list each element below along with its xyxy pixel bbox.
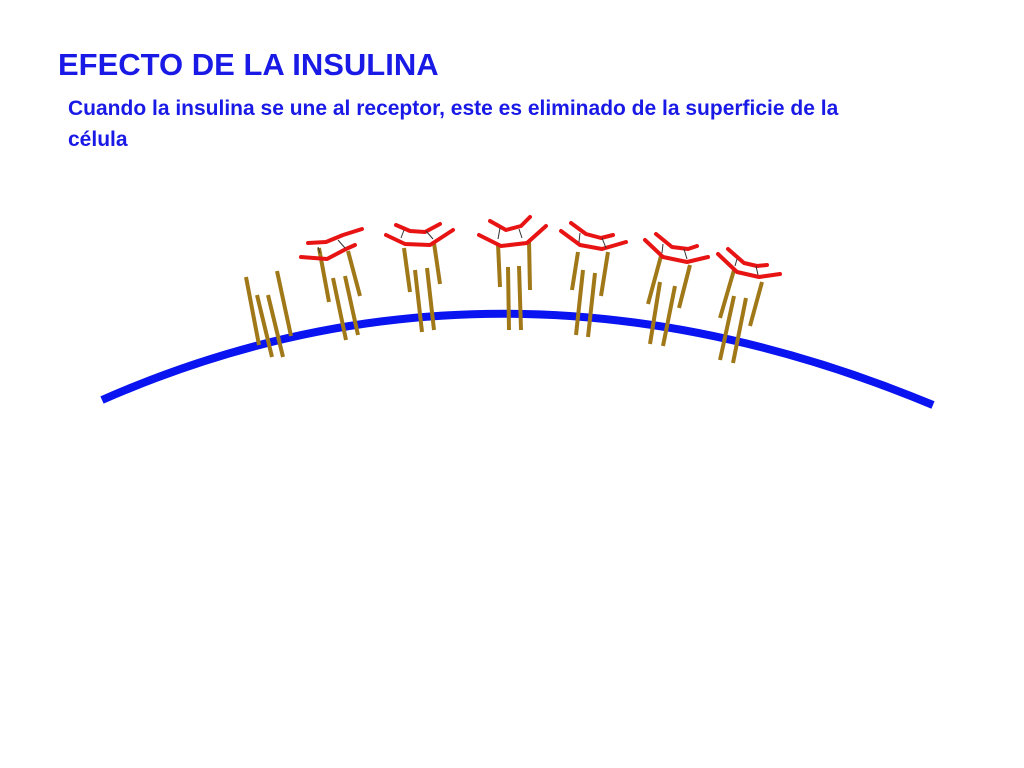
insulin-molecule xyxy=(716,247,782,279)
receptor-unbound xyxy=(244,270,293,358)
receptor-bound xyxy=(402,242,442,333)
receptor-bound xyxy=(496,239,532,331)
receptor-bound xyxy=(570,251,610,338)
receptor-bound xyxy=(317,247,362,341)
slide-subtitle: Cuando la insulina se une al receptor, e… xyxy=(68,97,839,151)
insulin-molecule xyxy=(299,227,364,261)
insulin-molecule xyxy=(559,221,628,251)
insulin-molecule xyxy=(384,222,455,247)
receptor-bound xyxy=(646,255,692,347)
insulin-molecule xyxy=(477,215,548,248)
insulin-molecule xyxy=(643,232,710,264)
cell-membrane xyxy=(100,309,935,409)
slide-title: EFECTO DE LA INSULINA xyxy=(58,47,439,82)
receptor-bound xyxy=(718,269,764,364)
